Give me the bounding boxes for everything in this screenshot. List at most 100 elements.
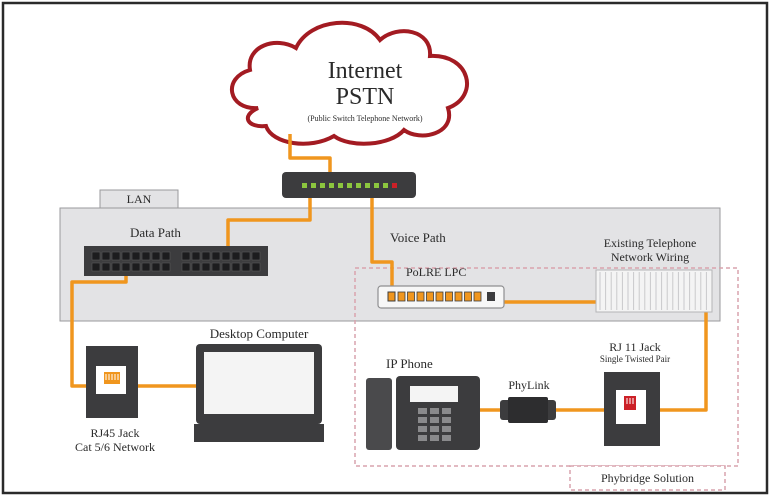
phybridge-solution-label: Phybridge Solution	[600, 471, 694, 485]
cloud-internet-label: Internet	[327, 58, 403, 84]
switch-port	[121, 251, 131, 261]
switch-port	[181, 262, 191, 272]
switch-port	[101, 251, 111, 261]
router-led-green	[356, 183, 361, 188]
router-device	[282, 172, 416, 198]
polre-port	[435, 291, 444, 302]
rj45-jack	[86, 346, 138, 418]
phone-keypad	[418, 408, 451, 441]
polre-port	[407, 291, 415, 302]
wiring-lines	[599, 272, 707, 310]
router-led-green	[365, 183, 370, 188]
phone-key	[418, 408, 427, 414]
rj11-jack	[604, 372, 660, 446]
voice-path-label: Voice Path	[390, 230, 446, 245]
router-led-green	[329, 183, 334, 188]
switch-port	[221, 251, 231, 261]
switch-port	[241, 262, 251, 272]
polre-port	[464, 291, 472, 302]
router-led-green	[347, 183, 352, 188]
cloud-shape	[230, 20, 469, 146]
polre-end-port	[487, 292, 495, 301]
keyboard	[194, 424, 324, 442]
switch-port	[231, 251, 241, 261]
router-led-red	[392, 183, 397, 188]
rj11-label-line2: Single Twisted Pair	[599, 354, 671, 364]
switch-port	[161, 251, 171, 261]
polre-uplink-port	[387, 291, 396, 302]
phone-key	[430, 408, 439, 414]
phone-key	[442, 417, 451, 423]
phybridge-label-box	[569, 465, 726, 491]
polre-port	[454, 291, 463, 302]
polre-label: PoLRE LPC	[406, 265, 467, 279]
phylink-label: PhyLink	[508, 378, 550, 392]
polre-port	[397, 291, 406, 302]
switch-port	[111, 251, 121, 261]
ip-phone-label: IP Phone	[386, 356, 433, 371]
switch-port	[201, 262, 211, 272]
cloud-pstn-description: (Public Switch Telephone Network)	[307, 114, 423, 123]
desktop-label: Desktop Computer	[209, 326, 309, 341]
router-led-green	[383, 183, 388, 188]
switch-ports	[91, 251, 261, 272]
phone-key	[418, 426, 427, 432]
monitor-screen	[204, 352, 314, 414]
desktop-computer	[194, 344, 324, 442]
phone-key	[418, 417, 427, 423]
switch-port	[91, 251, 101, 261]
switch-port	[141, 262, 151, 272]
router-led-green	[311, 183, 316, 188]
cable-switch-rj45	[70, 266, 128, 388]
phybridge-region	[354, 267, 739, 467]
rj45-label-line1: RJ45 Jack	[90, 426, 140, 440]
rj11-label-line1: RJ 11 Jack	[609, 340, 661, 354]
switch-body	[84, 246, 268, 276]
switch-port	[121, 262, 131, 272]
router-led-green	[374, 183, 379, 188]
rj45-pins	[105, 374, 119, 380]
polre-ports	[397, 291, 482, 302]
phone-key	[430, 417, 439, 423]
phone-key	[442, 426, 451, 432]
switch-port	[101, 262, 111, 272]
wiring-label-line1: Existing Telephone	[603, 236, 697, 250]
phone-handset	[366, 378, 392, 450]
wiring-label-line2: Network Wiring	[610, 250, 690, 264]
polre-lpc-unit	[377, 285, 505, 309]
switch-port	[251, 251, 261, 261]
cloud-pstn-label: PSTN	[335, 84, 395, 110]
phone-key	[442, 435, 451, 441]
switch-port	[251, 262, 261, 272]
lan-tab-label: LAN	[126, 192, 152, 206]
switch-port	[231, 262, 241, 272]
switch-port	[131, 251, 141, 261]
rj45-label-line2: Cat 5/6 Network	[75, 440, 155, 454]
phone-key	[430, 426, 439, 432]
switch-port	[211, 262, 221, 272]
router-led-green	[320, 183, 325, 188]
router-led-green	[338, 183, 343, 188]
switch-port	[131, 262, 141, 272]
switch-port	[141, 251, 151, 261]
phone-key	[418, 435, 427, 441]
phone-key	[442, 408, 451, 414]
cable-cloud-router	[288, 134, 332, 176]
polre-port	[445, 291, 453, 302]
switch-port	[201, 251, 211, 261]
switch-port	[91, 262, 101, 272]
phylink-adapter	[500, 397, 556, 423]
router-led-green	[302, 183, 307, 188]
switch-port	[191, 262, 201, 272]
switch-port	[151, 251, 161, 261]
cable-router-polre	[370, 194, 394, 296]
polre-port	[426, 291, 434, 302]
phone-display	[410, 386, 458, 402]
switch-port	[191, 251, 201, 261]
polre-port	[473, 291, 482, 302]
switch-port	[111, 262, 121, 272]
phone-key	[430, 435, 439, 441]
switch-port	[211, 251, 221, 261]
